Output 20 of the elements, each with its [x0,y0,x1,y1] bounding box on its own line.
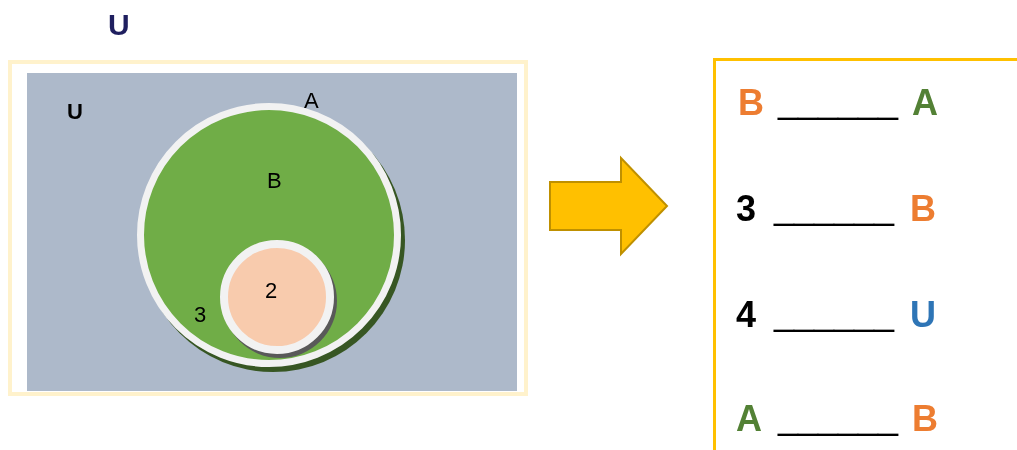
set-letter: U [910,297,936,333]
set-letter: B [738,85,764,121]
set-letter: B [912,401,938,437]
set-label: B [267,170,282,192]
element-number: 3 [736,191,757,227]
fill-in-line: ______ [778,83,899,119]
block-arrow [549,155,669,257]
fill-in-line: ______ [778,399,899,435]
set-letter: A [736,401,762,437]
question-panel [713,58,1017,450]
fill-in-line: ______ [774,295,895,331]
set-label: U [67,101,83,123]
set-label: A [304,90,319,112]
fill-in-line: ______ [774,189,895,225]
set-letter: A [912,85,938,121]
set-symbol: U [108,10,130,40]
element-number: 2 [265,280,278,302]
set-letter: B [910,191,936,227]
element-number: 4 [736,297,757,333]
element-number: 3 [194,304,207,326]
